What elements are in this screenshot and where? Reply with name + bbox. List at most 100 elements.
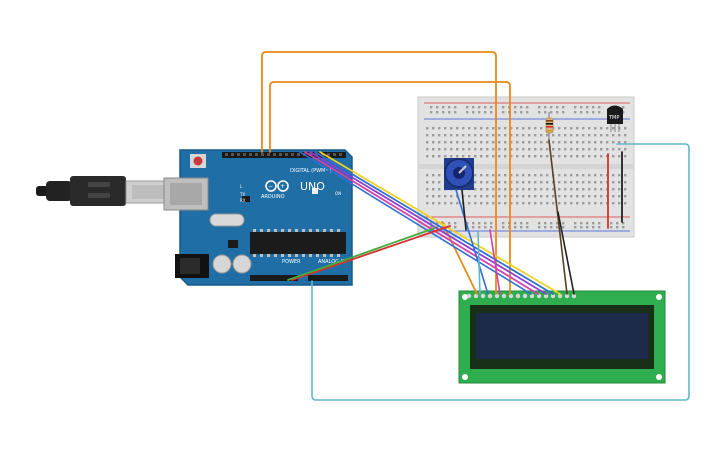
breadboard-hole xyxy=(486,174,489,177)
wire-purple xyxy=(309,151,547,295)
breadboard-hole xyxy=(510,188,513,191)
breadboard-hole xyxy=(474,148,477,151)
breadboard-hole xyxy=(582,202,585,205)
breadboard-hole xyxy=(594,188,597,191)
breadboard-hole xyxy=(576,202,579,205)
breadboard-hole xyxy=(564,148,567,151)
breadboard-hole xyxy=(498,181,501,184)
breadboard-hole xyxy=(492,181,495,184)
breadboard-hole xyxy=(468,155,471,158)
breadboard-hole xyxy=(444,134,447,137)
breadboard-hole xyxy=(436,226,439,229)
breadboard-hole xyxy=(618,181,621,184)
breadboard-hole xyxy=(526,106,529,109)
breadboard-hole xyxy=(438,174,441,177)
breadboard-hole xyxy=(618,202,621,205)
breadboard-hole xyxy=(592,106,595,109)
breadboard-hole xyxy=(430,222,433,225)
breadboard-hole xyxy=(598,106,601,109)
breadboard-hole xyxy=(576,174,579,177)
breadboard-hole xyxy=(510,148,513,151)
breadboard-hole xyxy=(570,181,573,184)
breadboard-hole xyxy=(576,188,579,191)
breadboard-hole xyxy=(552,141,555,144)
breadboard-hole xyxy=(586,222,589,225)
breadboard-hole xyxy=(454,222,457,225)
breadboard-hole xyxy=(432,141,435,144)
breadboard-hole xyxy=(540,195,543,198)
breadboard-hole xyxy=(534,141,537,144)
breadboard-hole xyxy=(502,222,505,225)
breadboard-hole xyxy=(492,195,495,198)
breadboard-hole xyxy=(516,155,519,158)
breadboard-hole xyxy=(516,148,519,151)
breadboard-hole xyxy=(474,134,477,137)
breadboard-hole xyxy=(540,174,543,177)
breadboard-hole xyxy=(558,134,561,137)
breadboard-hole xyxy=(576,181,579,184)
breadboard-hole xyxy=(430,106,433,109)
breadboard-hole xyxy=(522,141,525,144)
breadboard-hole xyxy=(576,148,579,151)
breadboard-hole xyxy=(462,148,465,151)
breadboard-hole xyxy=(538,226,541,229)
breadboard-hole xyxy=(600,134,603,137)
resistor-icon xyxy=(545,112,554,140)
breadboard-hole xyxy=(468,202,471,205)
temperature-sensor-icon: TMP xyxy=(607,105,623,132)
breadboard-hole xyxy=(492,202,495,205)
breadboard-hole xyxy=(502,106,505,109)
breadboard-hole xyxy=(582,181,585,184)
breadboard-hole xyxy=(540,148,543,151)
breadboard-hole xyxy=(594,195,597,198)
breadboard-hole xyxy=(552,148,555,151)
breadboard-hole xyxy=(570,127,573,130)
breadboard-hole xyxy=(510,155,513,158)
breadboard-hole xyxy=(504,195,507,198)
breadboard-hole xyxy=(450,202,453,205)
breadboard-hole xyxy=(564,188,567,191)
breadboard-hole xyxy=(472,222,475,225)
breadboard-hole xyxy=(534,195,537,198)
wire-red-1 xyxy=(291,225,451,281)
breadboard-hole xyxy=(466,222,469,225)
breadboard-hole xyxy=(426,134,429,137)
breadboard-hole xyxy=(516,195,519,198)
breadboard-hole xyxy=(522,174,525,177)
breadboard-hole xyxy=(618,148,621,151)
breadboard-hole xyxy=(592,222,595,225)
breadboard-hole xyxy=(586,106,589,109)
digital-label: DIGITAL (PWM~) xyxy=(290,168,332,174)
breadboard-hole xyxy=(498,195,501,198)
breadboard-hole xyxy=(480,202,483,205)
breadboard-hole xyxy=(522,148,525,151)
power-label: POWER xyxy=(282,259,301,265)
breadboard-hole xyxy=(574,106,577,109)
breadboard-hole xyxy=(544,106,547,109)
breadboard-hole xyxy=(484,222,487,225)
breadboard-hole xyxy=(456,202,459,205)
breadboard-hole xyxy=(454,111,457,114)
breadboard-hole xyxy=(450,134,453,137)
breadboard-hole xyxy=(558,155,561,158)
breadboard-hole xyxy=(624,148,627,151)
breadboard-hole xyxy=(550,226,553,229)
breadboard-hole xyxy=(478,222,481,225)
breadboard-hole xyxy=(582,155,585,158)
analog-label: ANALOG IN xyxy=(318,259,346,265)
breadboard-hole xyxy=(430,111,433,114)
breadboard-hole xyxy=(504,134,507,137)
breadboard-hole xyxy=(588,181,591,184)
breadboard-hole xyxy=(552,155,555,158)
breadboard-hole xyxy=(624,127,627,130)
breadboard-hole xyxy=(510,202,513,205)
breadboard-hole xyxy=(624,202,627,205)
breadboard-hole xyxy=(544,226,547,229)
breadboard-hole xyxy=(450,127,453,130)
breadboard-hole xyxy=(504,127,507,130)
breadboard-hole xyxy=(486,195,489,198)
breadboard-hole xyxy=(504,148,507,151)
breadboard-hole xyxy=(426,141,429,144)
breadboard-hole xyxy=(498,155,501,158)
breadboard-hole xyxy=(622,226,625,229)
